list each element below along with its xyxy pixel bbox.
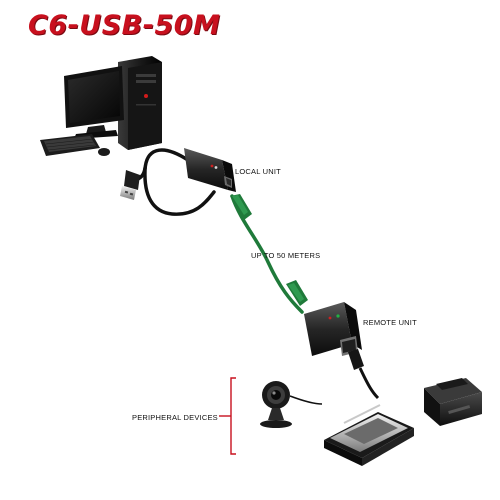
distance-label: UP TO 50 METERS: [251, 251, 321, 260]
monitor-icon: [64, 66, 124, 139]
printer-icon: [424, 378, 482, 426]
mouse-icon: [98, 148, 110, 156]
ethernet-cable: [230, 194, 308, 314]
local-unit-label: LOCAL UNIT: [235, 167, 281, 176]
scanner-icon: [324, 404, 414, 466]
page-title: C6-USB-50M: [28, 10, 221, 41]
local-unit-icon: [184, 148, 236, 192]
usb-plug-icon: [120, 170, 140, 200]
remote-unit-label: REMOTE UNIT: [363, 318, 417, 327]
computer-icon: [40, 56, 162, 156]
peripheral-devices-label: PERIPHERAL DEVICES: [132, 413, 218, 422]
webcam-icon: [260, 381, 323, 428]
remote-usb-cable: [348, 349, 380, 400]
remote-unit-icon: [304, 302, 362, 356]
peripheral-bracket: [219, 377, 236, 455]
tower-icon: [118, 56, 162, 150]
keyboard-icon: [40, 134, 100, 156]
